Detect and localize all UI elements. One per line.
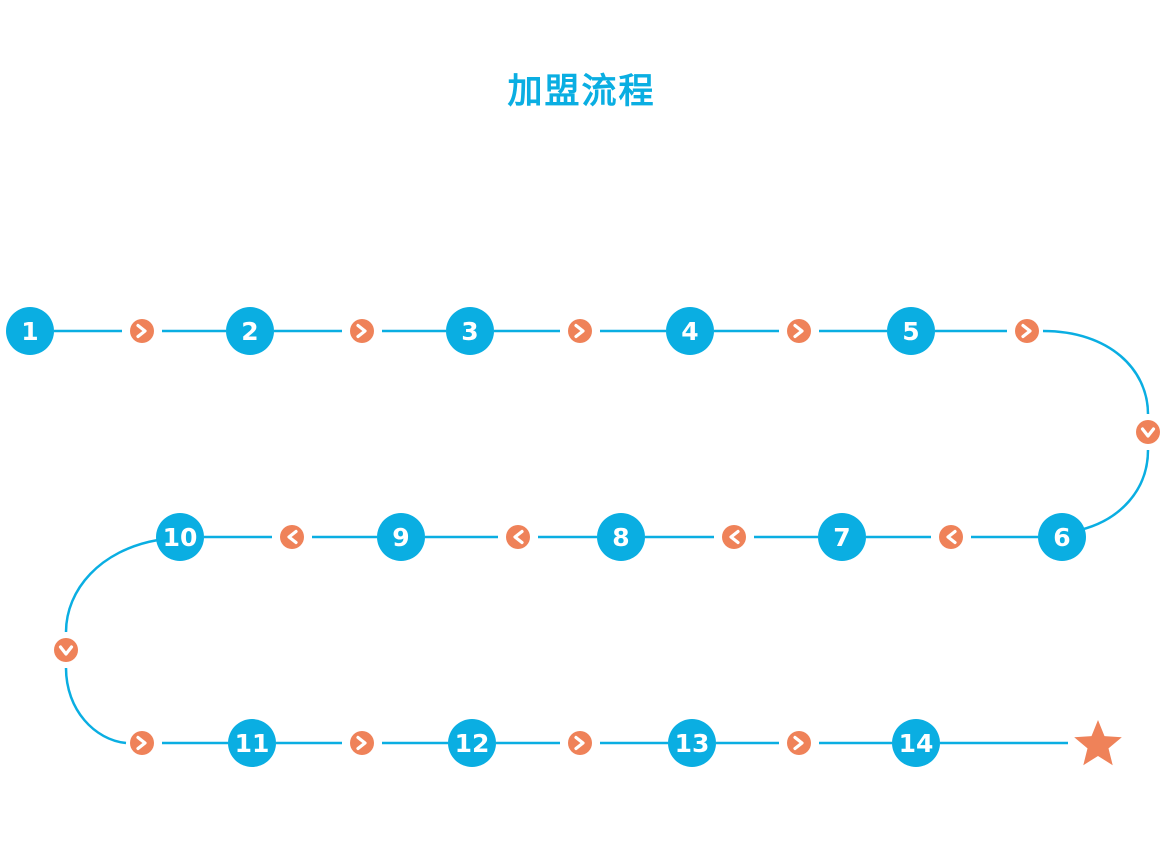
chevron-glyph: [356, 735, 367, 751]
star-icon: [1074, 720, 1122, 766]
connector-lines: [54, 329, 1150, 745]
step-circle: [377, 513, 425, 561]
step-number: 14: [899, 729, 934, 758]
step-node-11: 11: [228, 719, 276, 767]
step-number: 6: [1053, 523, 1070, 552]
chevron-down-icon: [1136, 420, 1160, 444]
arrow-marker-bg: [787, 731, 811, 755]
arrow-marker-bg: [939, 525, 963, 549]
chevron-right-icon: [787, 731, 811, 755]
arrow-marker-bg: [350, 319, 374, 343]
chevron-glyph: [793, 735, 804, 751]
chevron-right-icon: [350, 731, 374, 755]
chevron-glyph: [1021, 323, 1032, 339]
chevron-glyph: [793, 323, 804, 339]
step-number: 9: [392, 523, 409, 552]
arrow-marker-bg: [568, 731, 592, 755]
step-node-13: 13: [668, 719, 716, 767]
step-circle: [156, 513, 204, 561]
step-node-12: 12: [448, 719, 496, 767]
chevron-glyph: [58, 645, 74, 656]
step-circle: [446, 307, 494, 355]
arrow-marker-bg: [130, 731, 154, 755]
arrow-marker-bg: [787, 319, 811, 343]
step-number: 5: [902, 317, 919, 346]
step-node-10: 10: [156, 513, 204, 561]
arrow-marker-bg: [568, 319, 592, 343]
page-title: 加盟流程: [507, 72, 656, 112]
arrow-marker-bg: [350, 731, 374, 755]
chevron-left-icon: [939, 525, 963, 549]
chevron-glyph: [574, 735, 585, 751]
step-number: 3: [461, 317, 478, 346]
arrow-marker-bg: [722, 525, 746, 549]
chevron-glyph: [356, 323, 367, 339]
chevron-right-icon: [130, 319, 154, 343]
step-node-4: 4: [666, 307, 714, 355]
step-number: 11: [235, 729, 270, 758]
step-number: 10: [163, 523, 198, 552]
step-number: 4: [681, 317, 698, 346]
step-circle: [666, 307, 714, 355]
chevron-right-icon: [568, 319, 592, 343]
chevron-left-icon: [280, 525, 304, 549]
step-circle: [597, 513, 645, 561]
chevron-right-icon: [130, 731, 154, 755]
chevron-glyph: [136, 735, 147, 751]
step-circle: [892, 719, 940, 767]
step-circle: [668, 719, 716, 767]
chevron-glyph: [1140, 427, 1156, 438]
step-number: 2: [241, 317, 258, 346]
arrow-markers: [54, 319, 1160, 755]
step-node-9: 9: [377, 513, 425, 561]
step-circle: [1038, 513, 1086, 561]
chevron-right-icon: [1015, 319, 1039, 343]
step-number: 13: [675, 729, 710, 758]
chevron-right-icon: [350, 319, 374, 343]
connector-curve: [1042, 329, 1150, 415]
step-circle: [448, 719, 496, 767]
step-node-3: 3: [446, 307, 494, 355]
step-circle: [228, 719, 276, 767]
chevron-glyph: [946, 529, 957, 545]
chevron-right-icon: [568, 731, 592, 755]
arrow-marker-bg: [1136, 420, 1160, 444]
chevron-glyph: [287, 529, 298, 545]
step-node-14: 14: [892, 719, 940, 767]
arrow-marker-bg: [1015, 319, 1039, 343]
chevron-down-icon: [54, 638, 78, 662]
arrow-marker-bg: [54, 638, 78, 662]
connector-curve: [64, 667, 127, 745]
step-node-7: 7: [818, 513, 866, 561]
step-node-6: 6: [1038, 513, 1086, 561]
chevron-glyph: [729, 529, 740, 545]
chevron-glyph: [513, 529, 524, 545]
step-node-8: 8: [597, 513, 645, 561]
arrow-marker-bg: [506, 525, 530, 549]
chevron-glyph: [136, 323, 147, 339]
step-circle: [887, 307, 935, 355]
step-number: 12: [455, 729, 490, 758]
arrow-marker-bg: [280, 525, 304, 549]
chevron-glyph: [574, 323, 585, 339]
step-circle: [818, 513, 866, 561]
step-node-1: 1: [6, 307, 54, 355]
step-number: 1: [21, 317, 38, 346]
step-number: 7: [833, 523, 850, 552]
connector-curve: [1079, 449, 1150, 532]
step-node-5: 5: [887, 307, 935, 355]
step-circle: [6, 307, 54, 355]
connector-curve: [64, 538, 159, 633]
chevron-left-icon: [506, 525, 530, 549]
chevron-left-icon: [722, 525, 746, 549]
step-node-2: 2: [226, 307, 274, 355]
step-circle: [226, 307, 274, 355]
step-number: 8: [612, 523, 629, 552]
chevron-right-icon: [787, 319, 811, 343]
arrow-marker-bg: [130, 319, 154, 343]
